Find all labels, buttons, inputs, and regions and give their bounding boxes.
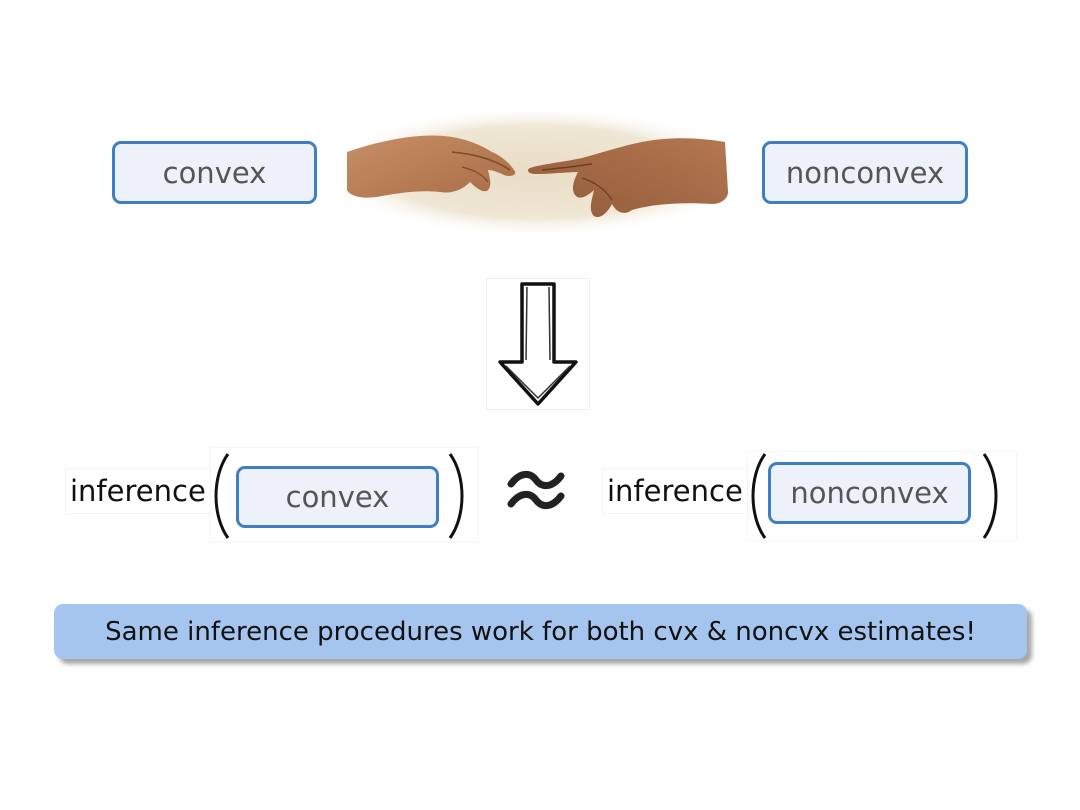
right-paren-icon xyxy=(448,453,464,539)
nonconvex-label: nonconvex xyxy=(785,155,945,190)
left-paren-icon xyxy=(214,453,230,539)
left-paren-icon xyxy=(751,453,767,539)
conclusion-banner: Same inference procedures work for both … xyxy=(54,604,1027,659)
inference-label-left: inference xyxy=(66,469,210,513)
convex-argument-label: convex xyxy=(285,480,390,514)
conclusion-text: Same inference procedures work for both … xyxy=(105,616,976,647)
nonconvex-argument-label: nonconvex xyxy=(790,476,949,510)
right-paren-icon xyxy=(982,453,998,539)
convex-box: convex xyxy=(112,141,317,204)
convex-label: convex xyxy=(162,155,267,190)
down-arrow-icon xyxy=(486,278,590,410)
convex-argument-box: convex xyxy=(236,466,439,528)
hands-reaching-image xyxy=(342,112,730,232)
nonconvex-argument-box: nonconvex xyxy=(768,462,971,524)
inference-label-right: inference xyxy=(603,469,747,513)
nonconvex-box: nonconvex xyxy=(762,141,968,204)
approx-icon xyxy=(507,471,565,509)
